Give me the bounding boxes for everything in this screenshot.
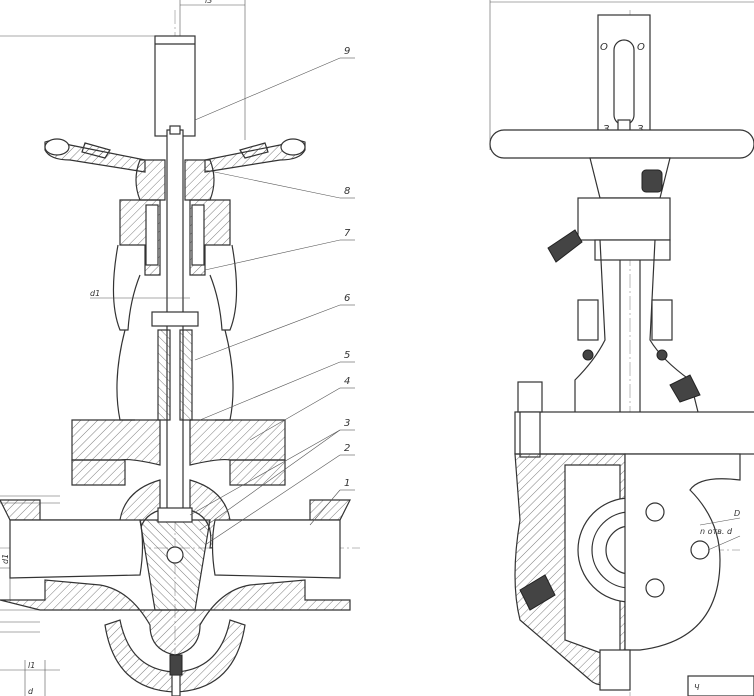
bolt-hole-1 — [645, 502, 665, 522]
body-lower — [0, 579, 351, 656]
handwheel-section — [44, 138, 306, 173]
dim-l3: l3 — [205, 0, 212, 5]
bolt-hole-3 — [645, 578, 665, 598]
indicator-open-right: О — [637, 42, 645, 53]
dim-d: d — [28, 687, 34, 696]
dim-stem-d1: d1 — [90, 289, 100, 298]
callout-5: 5 — [344, 350, 350, 361]
inlet-port — [9, 519, 144, 579]
dim-flange-D: D — [734, 509, 740, 518]
callout-8: 8 — [344, 186, 350, 197]
handwheel-side — [489, 129, 754, 159]
indicator-tube — [154, 35, 196, 137]
outlet-port — [211, 519, 341, 579]
callout-1: 1 — [344, 478, 350, 489]
bolt-hole-2 — [690, 540, 710, 560]
position-indicator — [597, 14, 651, 136]
dim-bolt-holes: n отв. d — [700, 527, 733, 536]
wedge — [139, 519, 211, 611]
dim-l1: l1 — [28, 661, 35, 670]
bonnet-flange-left — [71, 419, 161, 466]
callout-4: 4 — [344, 376, 350, 387]
bonnet-flange-side — [514, 411, 754, 455]
callout-6: 6 — [344, 293, 350, 304]
dim-port-d1: d1 — [1, 554, 10, 564]
side-view: О О З З — [489, 14, 754, 696]
title-block — [687, 675, 754, 696]
section-view — [0, 35, 351, 696]
callout-9: 9 — [344, 46, 350, 57]
callout-3: 3 — [344, 418, 350, 429]
callout-7: 7 — [344, 228, 351, 239]
bonnet-flange-right — [189, 419, 286, 466]
callout-2: 2 — [344, 443, 350, 454]
title-block-text: Ч — [694, 683, 700, 692]
callout-labels: 9 8 7 6 5 4 3 2 1 — [344, 46, 351, 489]
leaders — [90, 57, 741, 551]
indicator-open-left: О — [600, 42, 608, 53]
